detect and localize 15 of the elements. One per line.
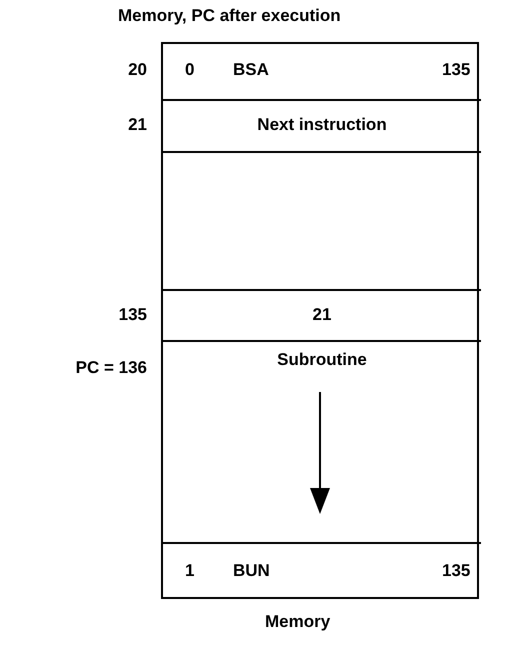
indirect-bit: 0 (185, 60, 194, 80)
opcode-label: BSA (233, 60, 269, 80)
indirect-bit: 1 (185, 560, 194, 580)
diagram-caption: Memory (265, 612, 330, 632)
address-label: 21 (128, 115, 147, 135)
word-label: Next instruction (257, 115, 387, 135)
diagram-title: Memory, PC after execution (118, 6, 341, 26)
address-field: 135 (442, 60, 470, 80)
word-label: Subroutine (277, 350, 367, 370)
address-label: 135 (118, 304, 147, 324)
opcode-label: BUN (233, 560, 270, 580)
address-field: 135 (442, 560, 470, 580)
word-label: 21 (312, 304, 332, 324)
address-label: PC = 136 (76, 358, 147, 378)
address-label: 20 (128, 60, 147, 80)
